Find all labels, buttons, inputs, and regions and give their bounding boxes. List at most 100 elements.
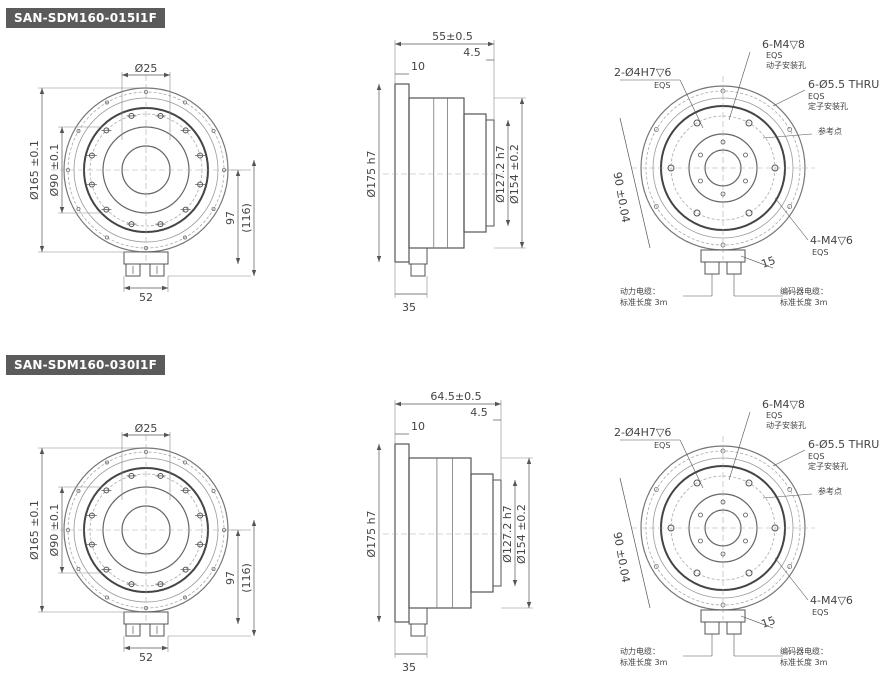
side-rotor (470, 473, 494, 593)
arrow-head (251, 160, 257, 166)
leader (772, 89, 806, 107)
arrow-head (124, 645, 130, 651)
outer-hole (221, 528, 226, 533)
thru-hole (720, 88, 726, 94)
d-mid-label: Ø127.2 h7 (494, 145, 507, 203)
power-connector (125, 623, 141, 637)
section-title-2: SAN-SDM160-030I1F (6, 355, 165, 375)
arrow-head (526, 458, 532, 464)
side-connector-plug (410, 263, 426, 277)
outer-hole (143, 90, 148, 95)
cable-outlet (123, 611, 169, 625)
m4-hole (745, 119, 753, 127)
encoder-cable-length: 标准长度 3m (780, 297, 828, 307)
side-body (408, 97, 465, 249)
power-cable-label: 动力电缆： (620, 646, 660, 656)
dim-line (740, 615, 774, 629)
eqs-label: EQS (654, 81, 670, 90)
encoder-cable-label: 编码器电缆： (780, 286, 828, 296)
leader (679, 439, 704, 489)
arrow-head (122, 432, 128, 438)
eqs-label: EQS (812, 248, 828, 257)
inner-hole (698, 152, 703, 158)
outer-hole (76, 128, 81, 133)
leader (762, 133, 813, 139)
arrow-head (512, 480, 518, 486)
arrow-head (526, 602, 532, 608)
outer-hole (182, 595, 187, 600)
arrow-head (162, 285, 168, 291)
arrow-head (251, 630, 257, 636)
inner-diameter-label: Ø90 ±0.1 (48, 144, 61, 197)
ref-point-label: 参考点 (818, 486, 842, 496)
height-ref-label: (116) (240, 203, 253, 233)
arrow-head (59, 127, 65, 133)
side-body (408, 457, 472, 609)
arrow-head (39, 88, 45, 94)
side-connector-plug (410, 623, 426, 637)
m4-hole (745, 569, 753, 577)
dim-line (619, 117, 651, 249)
width-label: 52 (139, 651, 153, 664)
holes-c-note: 定子安装孔 (808, 461, 848, 471)
offset-label: 15 (760, 614, 778, 631)
outer-hole (105, 595, 110, 600)
outer-hole (211, 206, 216, 211)
inner-hole (698, 512, 703, 518)
height-label: 97 (224, 571, 237, 585)
outer-hole (211, 128, 216, 133)
encoder-connector (149, 263, 165, 277)
holes-c-note: 定子安装孔 (808, 101, 848, 111)
m4-hole (667, 524, 675, 532)
height-ref-label: (116) (240, 563, 253, 593)
connector-label: 35 (402, 661, 416, 674)
arrow-head (39, 448, 45, 454)
thru-hole (787, 564, 793, 569)
arrow-head (505, 120, 511, 126)
outer-hole (66, 528, 71, 533)
arrow-head (251, 270, 257, 276)
holes-b-label: 6-M4▽8 (762, 398, 805, 411)
back-power-connector (704, 621, 720, 635)
holes-c-label: 6-Ø5.5 THRU (808, 438, 879, 451)
inner-hole (743, 538, 748, 544)
arrow-head (122, 72, 128, 78)
arrow-head (512, 580, 518, 586)
pcd-label: 90 ±0.04 (611, 171, 633, 224)
step-label: 4.5 (463, 46, 481, 59)
arrow-head (59, 567, 65, 573)
side-connector (408, 247, 428, 265)
m4-hole (771, 164, 779, 172)
arrow-head (164, 72, 170, 78)
power-connector (125, 263, 141, 277)
inner-hole (698, 538, 703, 544)
outer-hole (66, 167, 71, 172)
inner-hole (720, 191, 726, 197)
d-outer-label: Ø175 h7 (365, 510, 378, 557)
outer-hole (182, 235, 187, 240)
back-encoder-connector (726, 261, 742, 275)
outer-hole (211, 488, 216, 493)
bore-diameter-label: Ø25 (135, 422, 158, 435)
eqs-label: EQS (808, 452, 824, 461)
back-encoder-connector (726, 621, 742, 635)
outer-diameter-label: Ø165 ±0.1 (28, 140, 41, 200)
arrow-head (376, 84, 382, 90)
thru-hole (720, 602, 726, 608)
arrow-head (519, 98, 525, 104)
side-rotor (463, 113, 487, 233)
thru-hole (720, 242, 726, 248)
arrow-head (505, 220, 511, 226)
outer-hole (221, 167, 226, 172)
dim-line (740, 255, 774, 269)
encoder-cable-label: 编码器电缆： (780, 646, 828, 656)
side-rotor-face (485, 119, 495, 227)
eqs-label: EQS (766, 411, 782, 420)
connector-label: 35 (402, 301, 416, 314)
inner-hole (698, 178, 703, 184)
eqs-label: EQS (808, 92, 824, 101)
pcd-label: 90 ±0.04 (611, 531, 633, 584)
outer-hole (105, 235, 110, 240)
side-flange (394, 443, 410, 623)
